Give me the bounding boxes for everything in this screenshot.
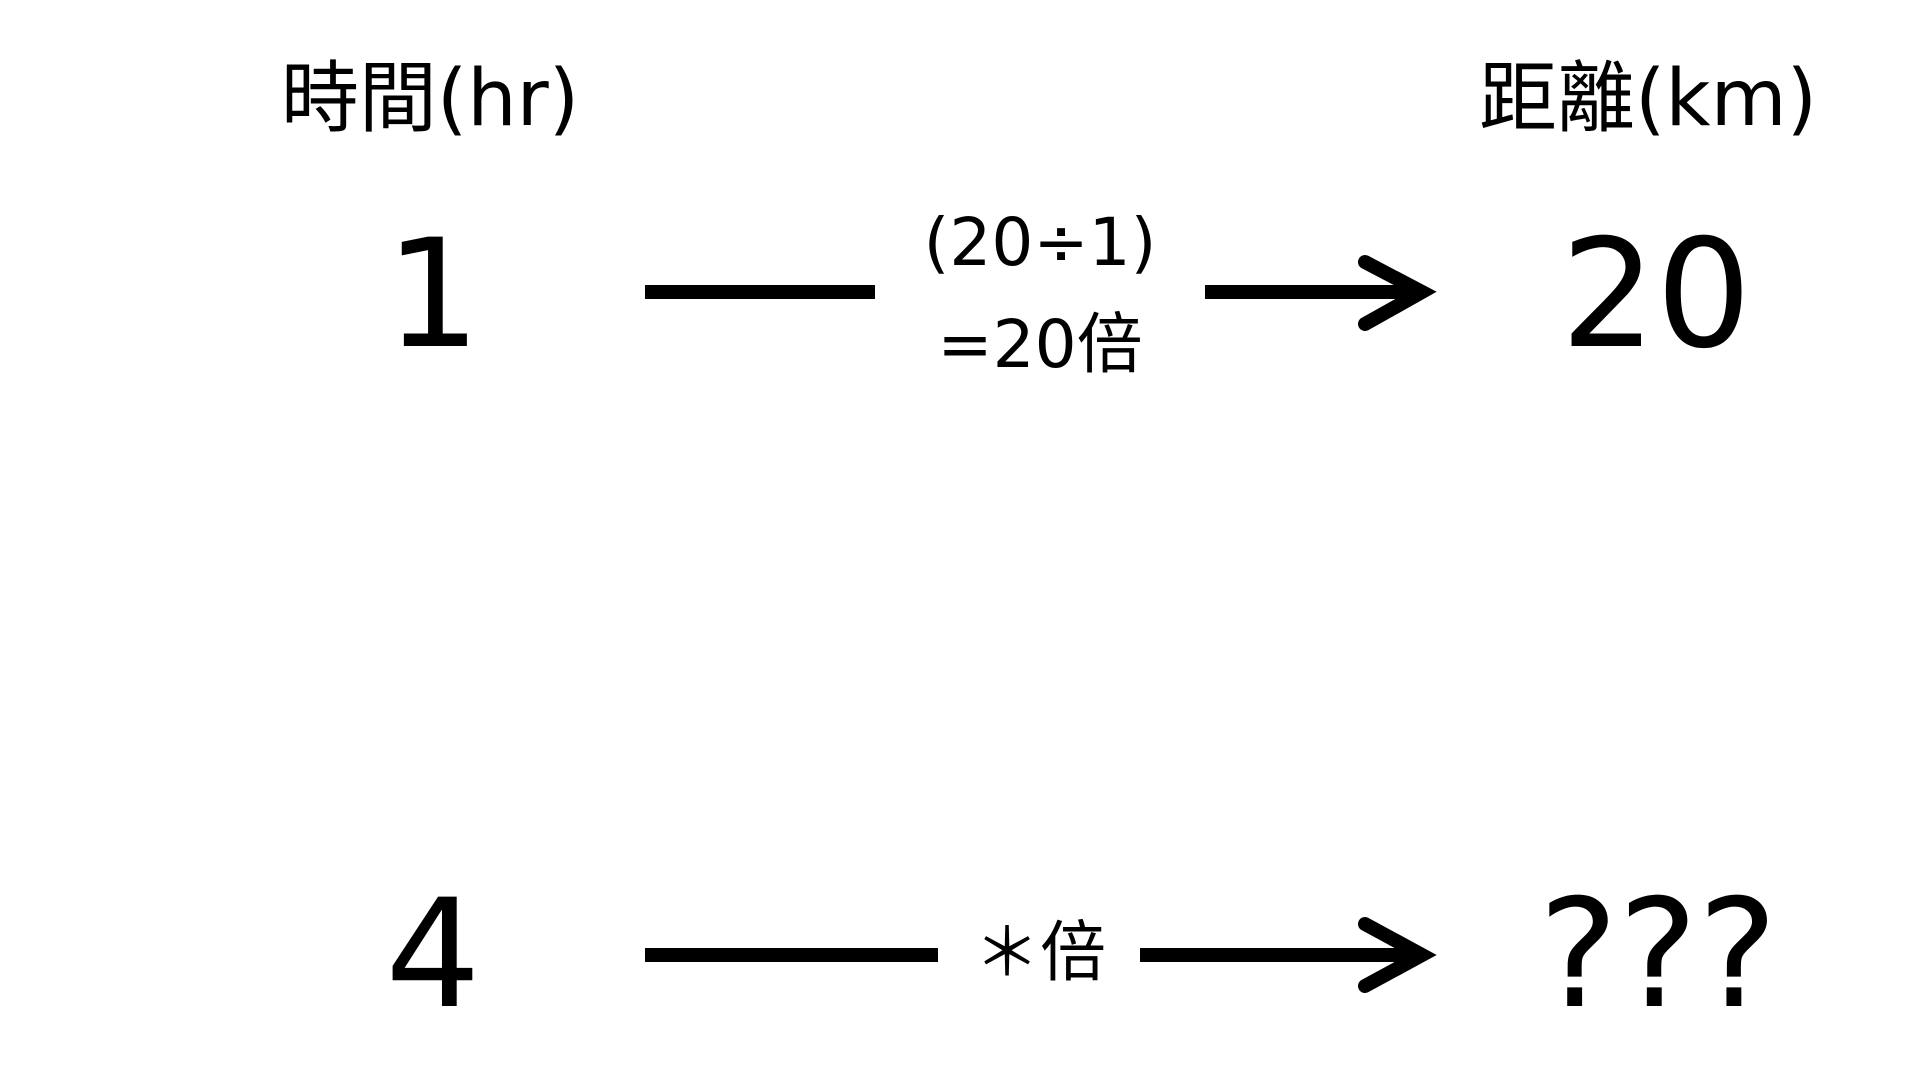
row2-arrowhead: [1358, 917, 1437, 993]
time-header: 時間(hr): [280, 54, 580, 144]
row2-distance-value: ???: [1538, 868, 1778, 1042]
row1-arrowhead: [1358, 255, 1437, 331]
row1-time-value: 1: [385, 208, 481, 382]
row2-label: ＊倍: [974, 914, 1106, 991]
row2-time-value: 4: [385, 868, 481, 1042]
row1-distance-value: 20: [1560, 208, 1752, 382]
row1-label-line1: (20÷1): [923, 204, 1157, 281]
distance-header: 距離(km): [1478, 54, 1818, 144]
row1-label-line2: =20倍: [937, 306, 1143, 383]
